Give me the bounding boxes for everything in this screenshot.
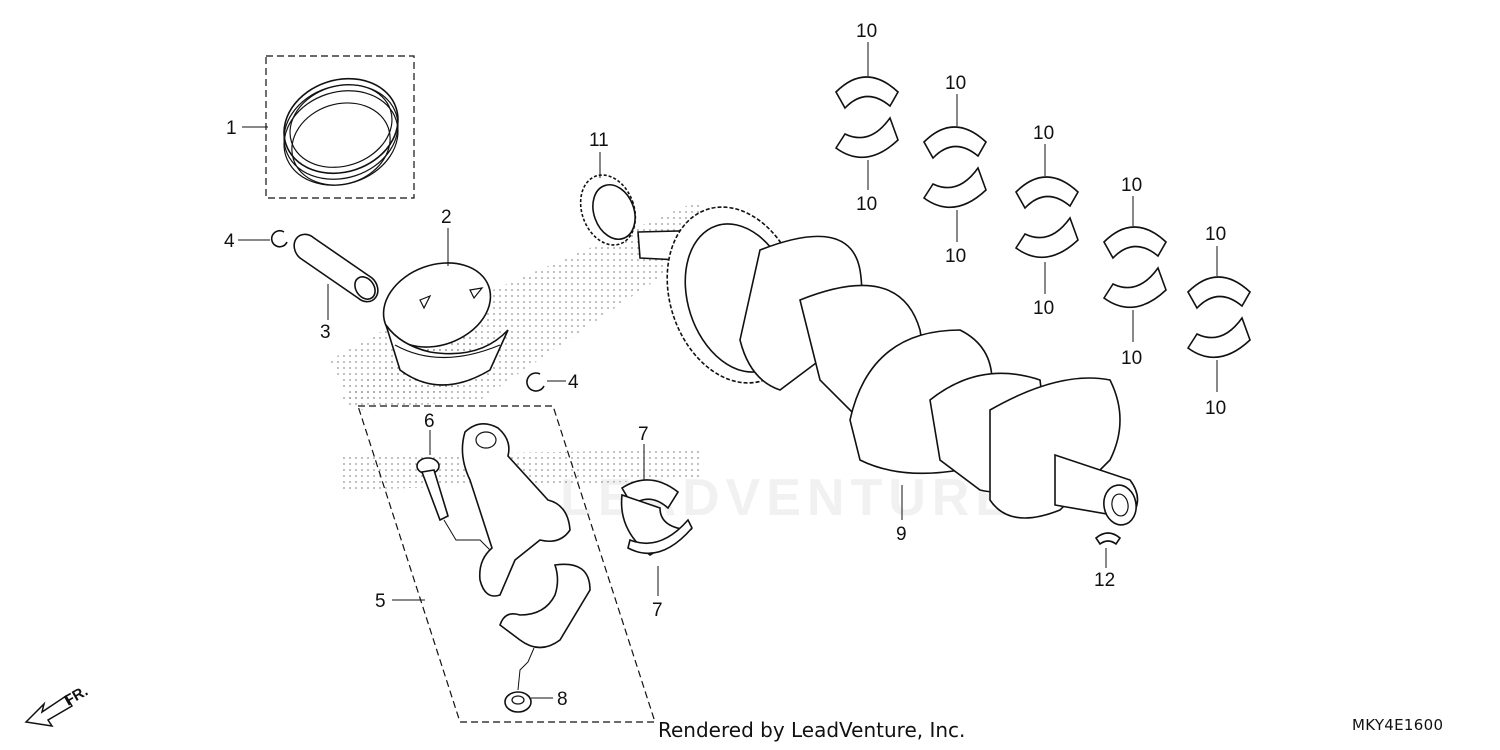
callout-10-5b[interactable]: 10 bbox=[1205, 398, 1226, 419]
callout-10-2a[interactable]: 10 bbox=[945, 73, 966, 94]
piston-pin bbox=[293, 233, 379, 303]
callout-5[interactable]: 5 bbox=[375, 591, 386, 612]
connecting-rod-bearing bbox=[620, 479, 693, 556]
callout-7-top[interactable]: 7 bbox=[638, 424, 649, 445]
piston-ring-set bbox=[265, 55, 415, 199]
main-bearing-pair-3 bbox=[1014, 176, 1080, 259]
crankshaft bbox=[637, 206, 1139, 526]
callout-10-4a[interactable]: 10 bbox=[1121, 175, 1142, 196]
main-bearing-pair-2 bbox=[922, 126, 988, 209]
rendered-by-credit: Rendered by LeadVenture, Inc. bbox=[658, 718, 966, 742]
callout-1[interactable]: 1 bbox=[226, 118, 237, 139]
connecting-rod-assembly bbox=[357, 405, 656, 723]
callout-10-1a[interactable]: 10 bbox=[856, 21, 877, 42]
callout-3[interactable]: 3 bbox=[320, 322, 331, 343]
callout-10-3b[interactable]: 10 bbox=[1033, 298, 1054, 319]
callout-10-5a[interactable]: 10 bbox=[1205, 224, 1226, 245]
callout-10-4b[interactable]: 10 bbox=[1121, 348, 1142, 369]
callout-10-3a[interactable]: 10 bbox=[1033, 123, 1054, 144]
piston-pin-clip-right bbox=[526, 372, 545, 392]
callout-7-bottom[interactable]: 7 bbox=[652, 600, 663, 621]
piston-pin-clip-left bbox=[270, 229, 288, 248]
callouts: 1 2 3 4 4 5 6 7 7 8 9 11 12 10 10 10 10 … bbox=[224, 21, 1226, 710]
main-bearings bbox=[834, 76, 1252, 359]
leader-lines bbox=[238, 42, 1218, 699]
main-bearing-pair-1 bbox=[834, 76, 900, 159]
piston bbox=[382, 262, 509, 386]
callout-4-right[interactable]: 4 bbox=[568, 372, 579, 393]
diagram-code: MKY4E1600 bbox=[1352, 716, 1444, 734]
woodruff-key bbox=[1094, 532, 1122, 546]
main-bearing-pair-4 bbox=[1102, 226, 1168, 309]
connecting-rod-nut bbox=[504, 691, 532, 713]
callout-10-1b[interactable]: 10 bbox=[856, 194, 877, 215]
callout-12[interactable]: 12 bbox=[1094, 570, 1115, 591]
front-arrow-icon bbox=[24, 694, 74, 728]
callout-2[interactable]: 2 bbox=[441, 207, 452, 228]
callout-6[interactable]: 6 bbox=[424, 411, 435, 432]
callout-10-2b[interactable]: 10 bbox=[945, 246, 966, 267]
crank-gear bbox=[579, 174, 637, 246]
callout-8[interactable]: 8 bbox=[557, 689, 568, 710]
connecting-rod-bolt bbox=[416, 457, 449, 522]
callout-9[interactable]: 9 bbox=[896, 524, 907, 545]
callout-4-left[interactable]: 4 bbox=[224, 231, 235, 252]
front-direction-indicator: FR. bbox=[24, 683, 91, 728]
callout-11[interactable]: 11 bbox=[589, 130, 609, 151]
main-bearing-pair-5 bbox=[1186, 276, 1252, 359]
